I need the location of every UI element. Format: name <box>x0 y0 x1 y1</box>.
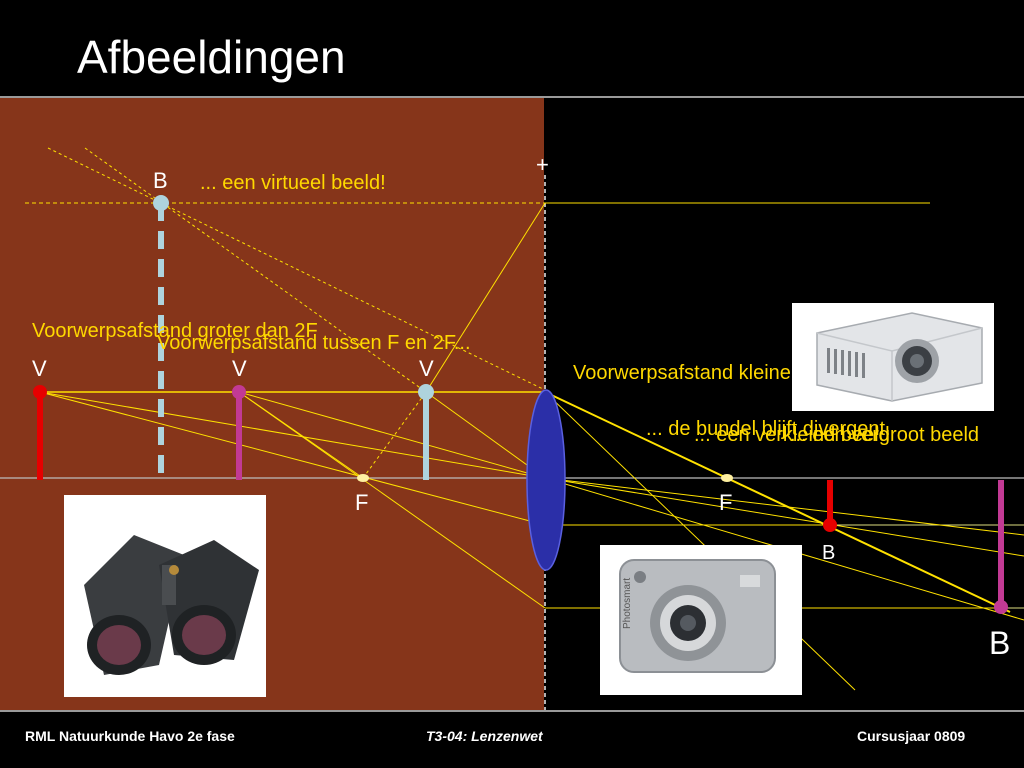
camera-brand-text: Photosmart <box>622 577 633 629</box>
object-label-v: V <box>32 356 47 381</box>
virtual-ray-extension <box>47 147 546 391</box>
focal-point-left <box>357 474 369 482</box>
object-label-v: V <box>232 356 247 381</box>
virtual-image-caption: ... een virtueel beeld! <box>200 172 386 194</box>
focal-label-right: F <box>719 490 733 515</box>
light-ray <box>238 391 546 609</box>
light-ray <box>238 391 364 479</box>
projector-icon <box>792 303 994 411</box>
case-greater-than-2f: Voorwerpsafstand groter dan 2F <box>32 320 318 342</box>
virtual-ray-extension <box>362 391 427 479</box>
footer-left: RML Natuurkunde Havo 2e fase <box>25 728 235 744</box>
light-ray <box>544 391 1011 613</box>
image-label-enlarged: B <box>989 625 1011 661</box>
title-divider <box>0 96 1024 98</box>
object-tip-red <box>33 385 47 399</box>
camera-icon <box>600 545 802 695</box>
light-ray <box>544 391 856 691</box>
virtual-image-label: B <box>153 168 168 193</box>
object-tip-magenta <box>232 385 246 399</box>
light-ray <box>425 202 546 393</box>
object-tip-lightblue <box>418 384 434 400</box>
footer-center: T3-04: Lenzenwet <box>426 728 543 744</box>
image-label-reduced: B <box>822 542 836 564</box>
footer-divider <box>0 710 1024 712</box>
slide-title: Afbeeldingen <box>77 31 346 83</box>
light-ray <box>39 391 546 526</box>
case-between-f-2f: Voorwerpsafstand tussen F en 2F... <box>157 332 471 354</box>
light-ray <box>425 391 546 479</box>
object-label-v: V <box>419 356 434 381</box>
lens-plus-sign: + <box>536 152 549 177</box>
light-ray <box>544 477 1024 557</box>
enlarged-image-caption: ... een vergroot beeld <box>790 424 980 446</box>
light-ray <box>238 391 546 479</box>
image-tip-magenta <box>994 600 1008 614</box>
focal-point-right <box>721 474 733 482</box>
reduced-image-caption: ... een verkleind beeld <box>694 424 890 446</box>
virtual-ray-extension <box>84 147 427 393</box>
projector-photo <box>792 303 994 411</box>
light-ray <box>544 477 1024 536</box>
binoculars-icon <box>64 495 266 697</box>
case-smaller-than-f: Voorwerpsafstand kleiner dan F... <box>573 362 801 384</box>
camera-photo: Photosmart <box>600 545 802 695</box>
virtual-image-tip <box>153 195 169 211</box>
footer-right: Cursusjaar 0809 <box>857 728 966 744</box>
beam-divergent-caption: ... de bundel blijft divergent. <box>646 418 891 440</box>
image-tip-red <box>823 518 837 532</box>
focal-label-left: F <box>355 490 369 515</box>
light-ray <box>39 391 546 479</box>
binoculars-photo <box>64 495 266 697</box>
convex-lens <box>526 389 566 571</box>
